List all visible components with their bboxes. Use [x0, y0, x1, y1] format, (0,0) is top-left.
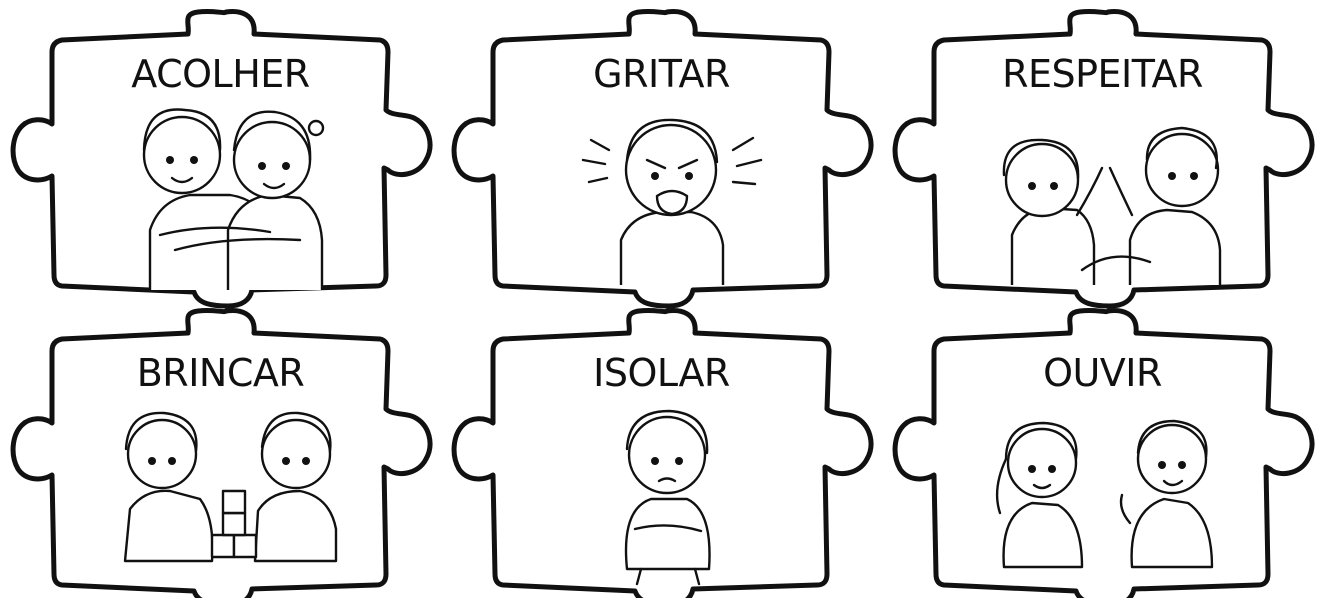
card-word: RESPEITAR	[1002, 52, 1203, 96]
children-playing-blocks-icon	[123, 411, 338, 563]
puzzle-card-brincar: BRINCAR	[0, 299, 441, 598]
puzzle-card-gritar: GRITAR	[441, 0, 882, 299]
puzzle-card-isolar: ISOLAR	[441, 299, 882, 598]
card-word: ISOLAR	[593, 351, 730, 395]
card-word: OUVIR	[1043, 351, 1162, 395]
card-word: ACOLHER	[131, 52, 310, 96]
card-word: BRINCAR	[136, 351, 305, 395]
puzzle-card-acolher: ACOLHER	[0, 0, 441, 299]
card-word: GRITAR	[593, 52, 730, 96]
children-high-five-icon	[1002, 126, 1222, 285]
child-shouting-icon	[581, 118, 763, 285]
children-hugging-icon	[142, 108, 325, 290]
children-listening-icon	[995, 419, 1214, 569]
child-sitting-alone-icon	[624, 409, 711, 586]
puzzle-card-ouvir: OUVIR	[882, 299, 1323, 598]
puzzle-card-respeitar: RESPEITAR	[882, 0, 1323, 299]
